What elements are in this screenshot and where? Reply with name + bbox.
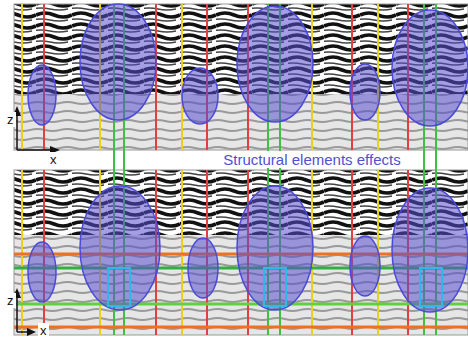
axis-label: x [48,152,59,167]
axis-label: x [38,323,49,338]
panel-caption: Structural elements effects [221,151,402,168]
axis-label: z [5,293,16,308]
axis-label: z [5,112,16,127]
